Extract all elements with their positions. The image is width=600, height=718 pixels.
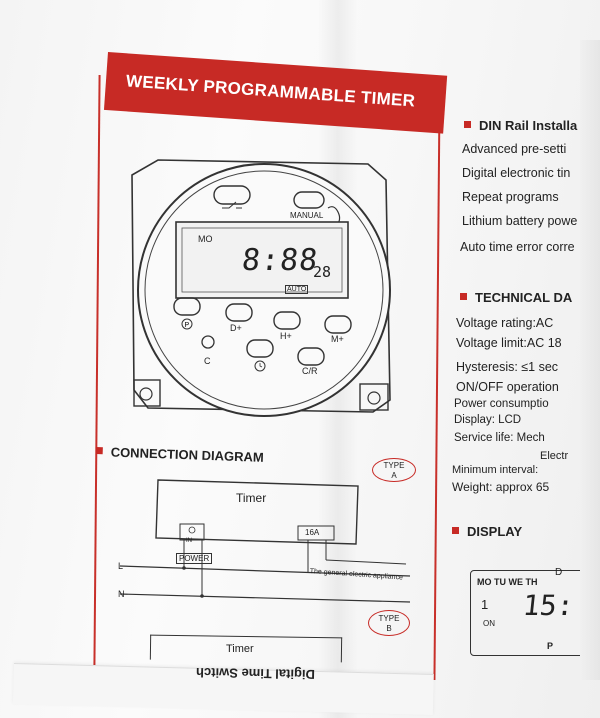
h-plus-label: H+: [280, 331, 292, 341]
in-terminal: [179, 523, 205, 541]
lcd-time: 8:88: [240, 243, 321, 278]
tech-item-1: Voltage rating:AC: [456, 316, 554, 330]
din-item-3: Repeat programs: [462, 190, 559, 204]
display-heading: DISPLAY: [452, 524, 522, 539]
relay-terminal: [297, 525, 335, 541]
line-l-label: L: [118, 561, 124, 571]
minute-plus-button: [324, 315, 352, 334]
bullet-square-icon: [464, 121, 471, 128]
in-label: IN: [186, 538, 192, 544]
cr-button: [297, 347, 325, 366]
display-digits: 15:: [521, 589, 576, 622]
control-buttons: P: [173, 297, 352, 372]
c-label: C: [204, 356, 211, 366]
mount-tab-right: [359, 383, 389, 411]
clock-button: [246, 339, 274, 358]
cr-label: C/R: [302, 366, 318, 376]
svg-text:P: P: [185, 322, 190, 329]
lcd-screen: [175, 221, 349, 299]
lcd-day: MO: [198, 234, 213, 244]
lcd-mode: AUTO: [285, 285, 309, 294]
right-column: DIN Rail Installa Advanced pre-setti Dig…: [450, 90, 580, 718]
tech-item-4: ON/OFF operation: [456, 380, 559, 394]
timer-label-b: Timer: [226, 643, 254, 655]
din-item-4: Lithium battery powe: [462, 214, 578, 228]
m-plus-label: M+: [331, 334, 344, 344]
c-button: [201, 335, 215, 349]
power-label: POWER: [176, 553, 213, 564]
left-red-rule: [93, 75, 101, 665]
display-lcd-illustration: D MO TU WE TH 1 15: ON P: [470, 567, 580, 656]
display-day-top: D: [555, 567, 563, 578]
clock-icon: [254, 360, 266, 372]
tech-item-7: Service life: Mech: [454, 432, 545, 444]
technical-data-heading: TECHNICAL DA: [460, 290, 572, 305]
rating-label: 16A: [305, 528, 320, 537]
bullet-square-icon: [452, 527, 459, 534]
day-plus-button: [225, 303, 253, 322]
tech-item-5: Power consumptio: [454, 398, 549, 410]
tech-item-6: Display: LCD: [454, 414, 522, 426]
connection-diagram-heading: CONNECTION DIAGRAM: [95, 444, 264, 465]
banner-title: WEEKLY PROGRAMMABLE TIMER: [125, 71, 416, 111]
display-bottom-p: P: [547, 641, 554, 651]
lcd-seconds: 28: [313, 263, 332, 281]
mount-tab-left: [133, 379, 161, 407]
manual-label: MANUAL: [290, 211, 324, 220]
tech-item-2: Voltage limit:AC 18: [456, 336, 562, 350]
wiring-diagram-a: [119, 479, 411, 603]
timer-box-a: [155, 479, 359, 545]
timer-device-illustration: [131, 159, 391, 417]
line-n-label: N: [118, 589, 125, 599]
tech-item-10: Weight: approx 65: [452, 480, 550, 494]
din-item-1: Advanced pre-setti: [462, 142, 567, 156]
switch-button: [213, 185, 251, 205]
line-n: [119, 593, 411, 603]
program-button: [173, 297, 201, 316]
title-banner: WEEKLY PROGRAMMABLE TIMER: [103, 52, 448, 134]
line-l: [119, 565, 411, 577]
display-index: 1: [481, 597, 489, 612]
display-days: MO TU WE TH: [477, 577, 538, 587]
din-item-5: Auto time error corre: [460, 240, 575, 254]
bullet-square-icon: [460, 293, 467, 300]
tech-item-3: Hysteresis: ≤1 sec: [456, 360, 559, 374]
p-icon: [181, 318, 193, 330]
tech-item-8: Electr: [540, 450, 569, 462]
timer-label-a: Timer: [236, 491, 267, 505]
middle-red-rule: [433, 95, 441, 680]
tech-item-9: Minimum interval:: [452, 464, 539, 476]
din-rail-heading: DIN Rail Installa: [464, 118, 577, 133]
right-page-edge: [580, 40, 600, 680]
hour-plus-button: [273, 311, 301, 330]
d-plus-label: D+: [230, 323, 242, 333]
upside-down-title: Digital Time Switch: [195, 664, 316, 683]
display-on: ON: [483, 619, 495, 628]
manual-button: [293, 191, 325, 209]
bullet-square-icon: [95, 446, 103, 455]
din-item-2: Digital electronic tin: [462, 166, 571, 180]
